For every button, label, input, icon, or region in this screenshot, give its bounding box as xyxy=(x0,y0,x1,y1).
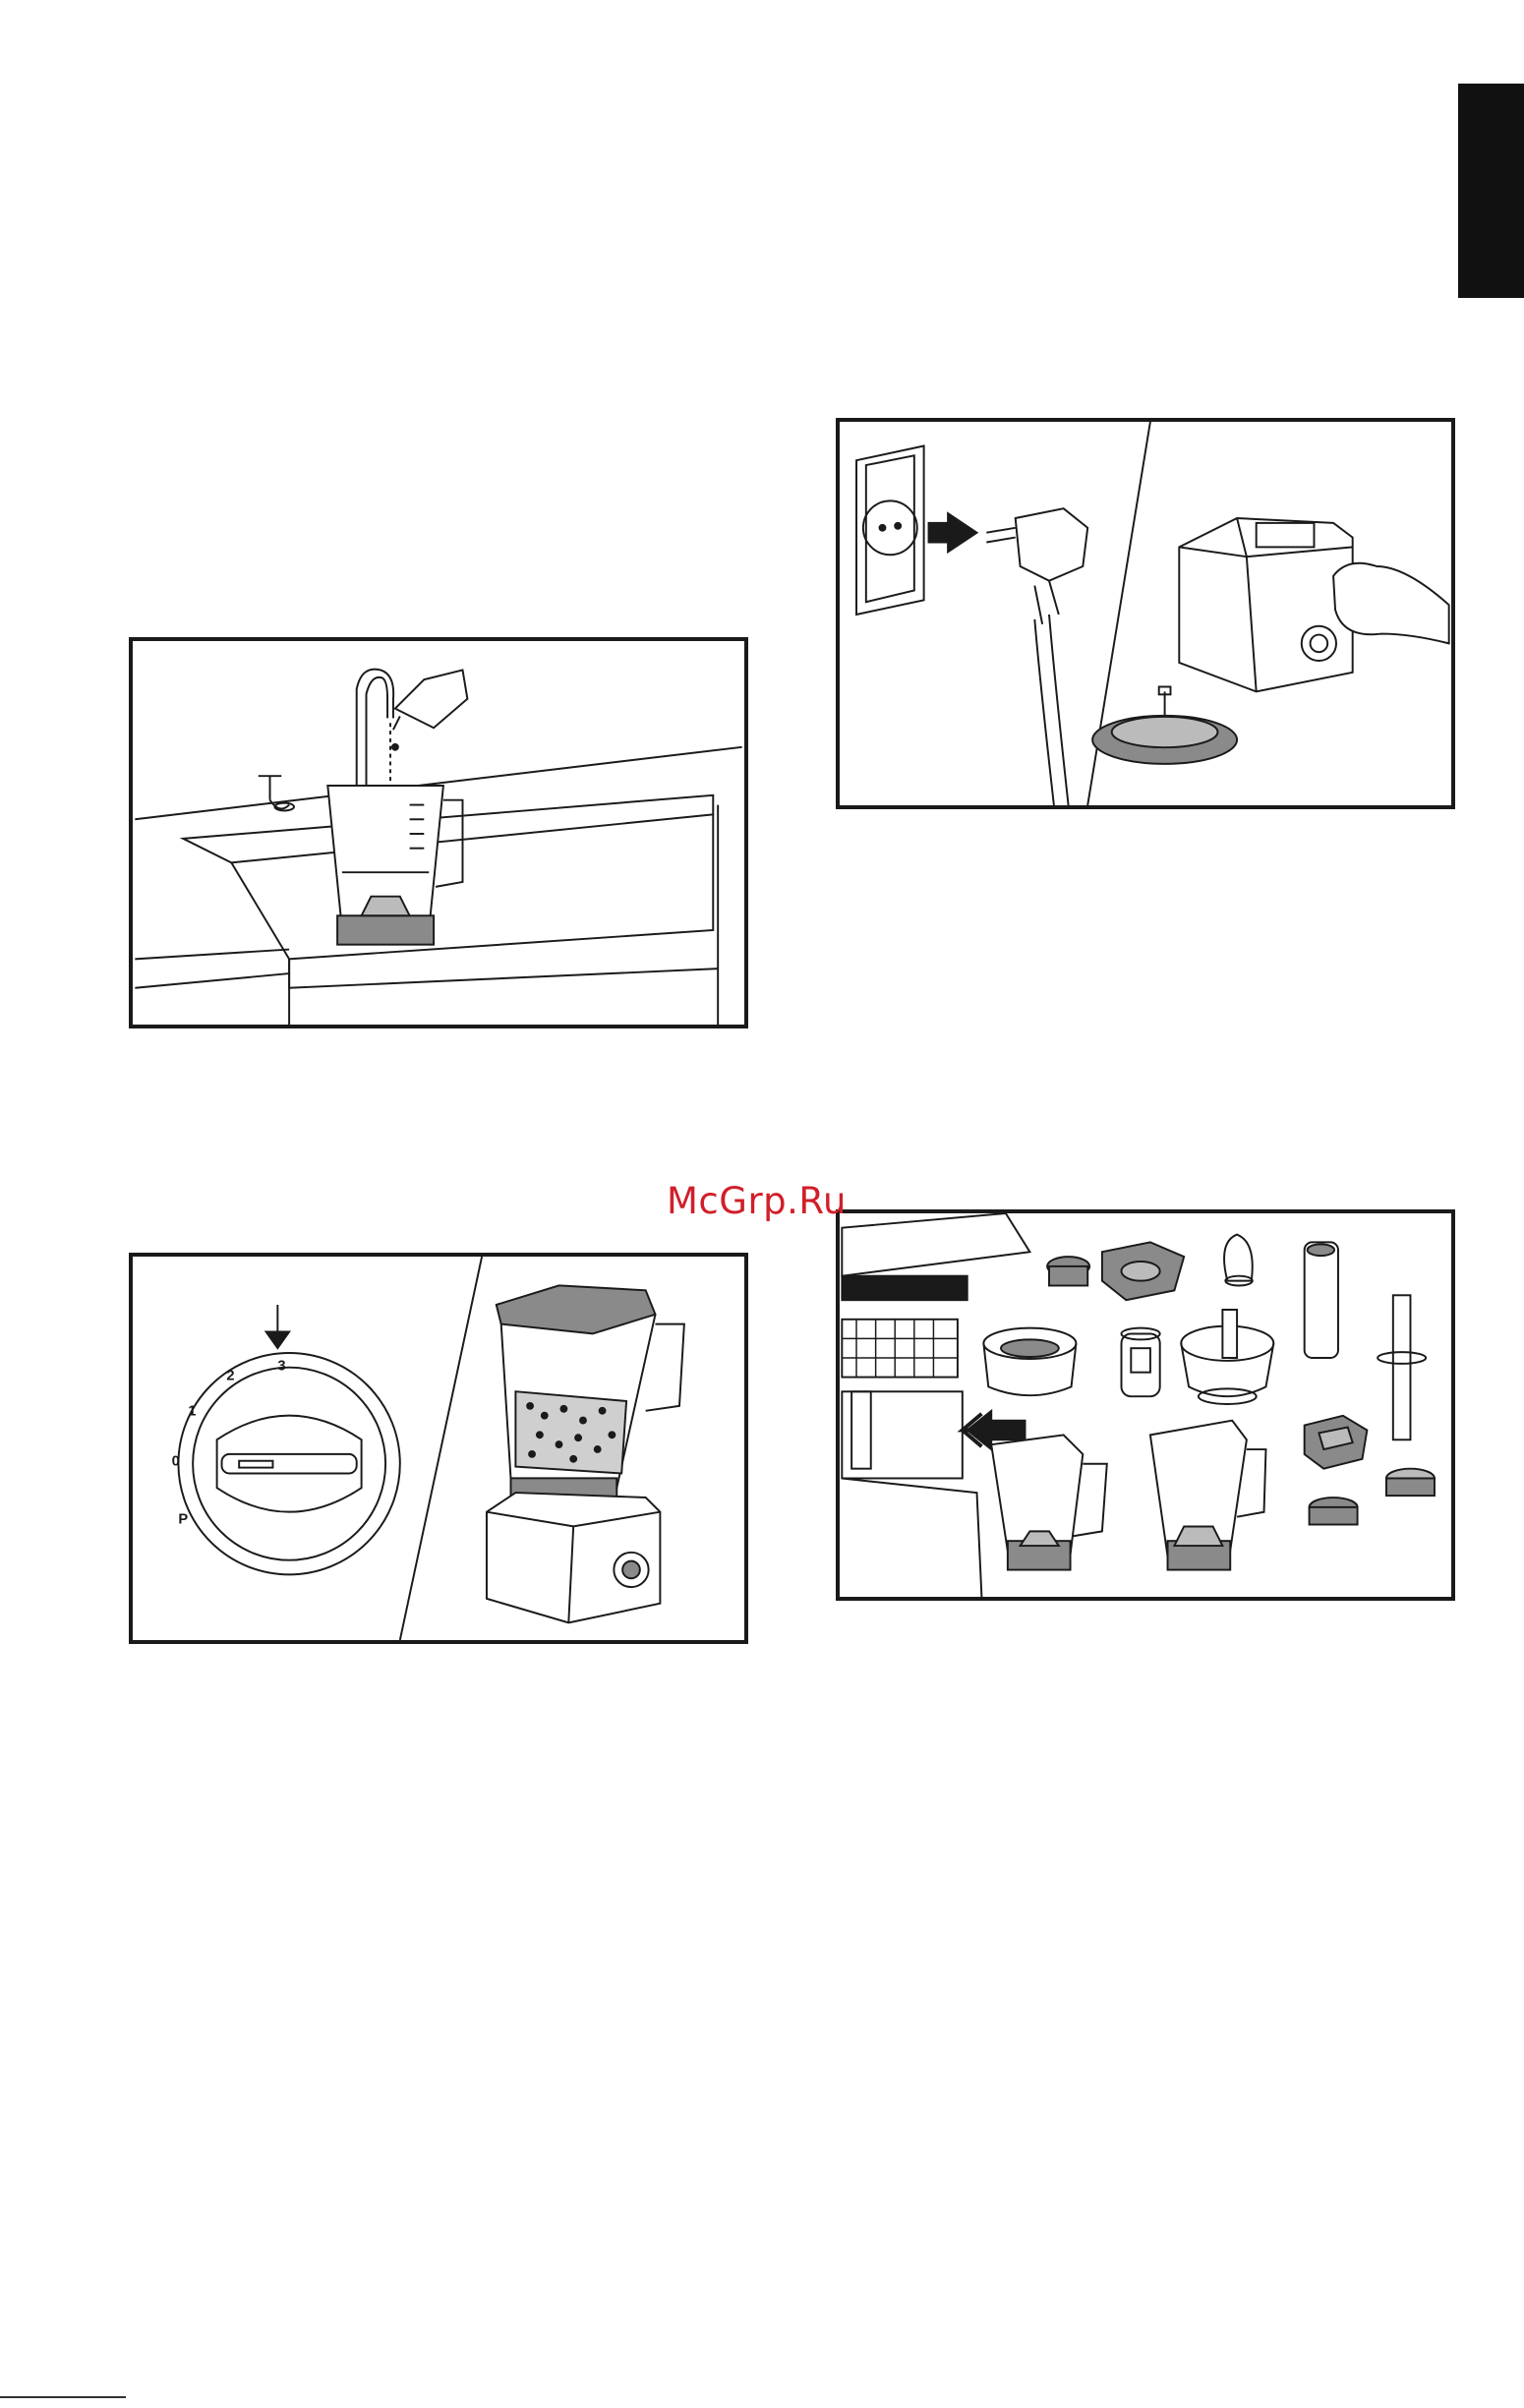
watermark: McGrp.Ru xyxy=(667,1180,847,1222)
language-tab xyxy=(1458,84,1524,298)
dishwasher-parts-illustration xyxy=(836,1209,1455,1601)
speed-dial-illustration: . 3 2 1 0 P xyxy=(129,1253,748,1644)
dial-label-3: 3 xyxy=(277,1359,285,1375)
dial-label-2: 2 xyxy=(226,1368,234,1383)
unplug-wipe-illustration xyxy=(836,418,1455,809)
dial-label-p: P xyxy=(178,1511,188,1527)
speed-dial-blender-icon: . 3 2 1 0 P xyxy=(133,1257,744,1640)
svg-text:.: . xyxy=(145,1257,146,1258)
footer-rule xyxy=(0,2396,126,2398)
dishwasher-parts-icon xyxy=(840,1213,1451,1597)
dial-label-1: 1 xyxy=(188,1404,196,1420)
rinse-jar-illustration xyxy=(129,637,748,1028)
dial-label-0: 0 xyxy=(172,1454,180,1470)
faucet-soap-jar-icon xyxy=(133,641,744,1025)
plug-outlet-wipe-icon xyxy=(840,422,1451,805)
